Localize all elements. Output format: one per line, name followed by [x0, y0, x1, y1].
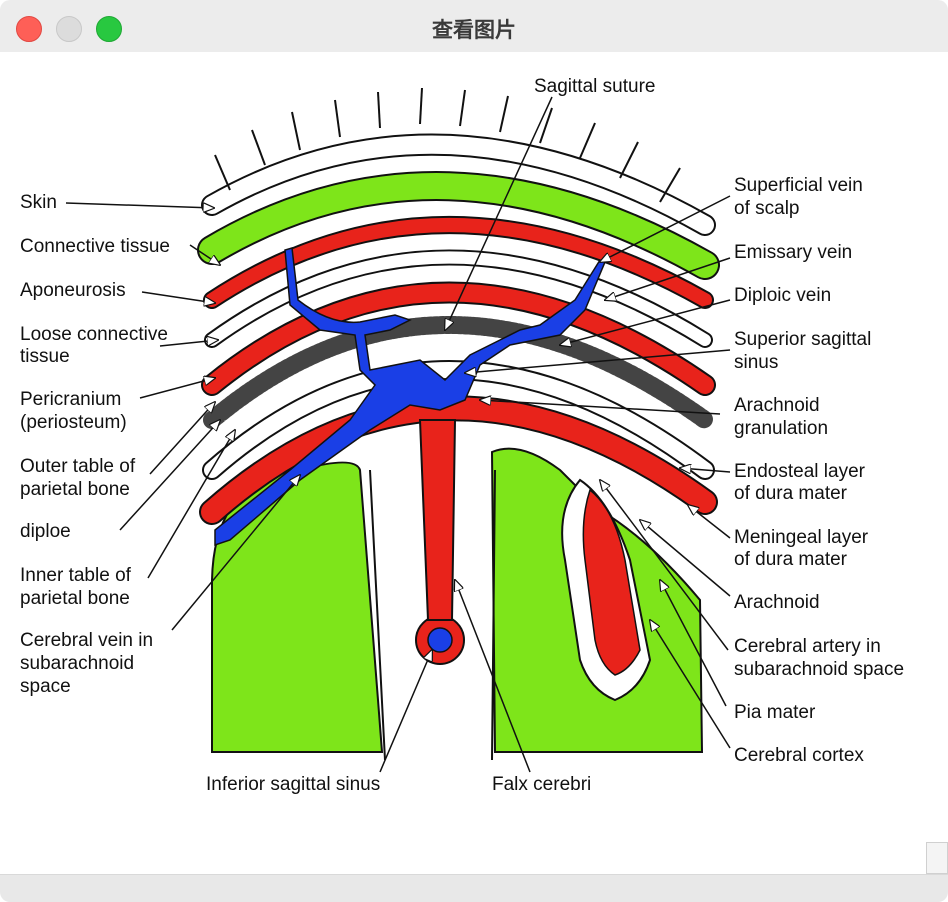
label-connective-tissue: Connective tissue: [20, 236, 170, 257]
label-emissary-vein: Emissary vein: [734, 242, 852, 263]
label-inner-table-2: parietal bone: [20, 588, 130, 609]
label-outer-table-2: parietal bone: [20, 479, 130, 500]
label-pericranium-1: Pericranium: [20, 389, 121, 410]
resize-handle-icon[interactable]: [926, 842, 948, 874]
label-loose-connective-1: Loose connective: [20, 324, 168, 345]
label-inferior-sinus: Inferior sagittal sinus: [206, 774, 380, 795]
titlebar: 查看图片: [0, 0, 948, 52]
label-cerebral-artery-1: Cerebral artery in: [734, 636, 881, 657]
label-cerebral-vein-2: subarachnoid: [20, 653, 134, 674]
label-pia-mater: Pia mater: [734, 702, 816, 723]
cerebral-artery-shape: [582, 488, 641, 676]
hair-strands: [214, 87, 681, 203]
label-endosteal-2: of dura mater: [734, 483, 848, 504]
label-superior-sinus-1: Superior sagittal: [734, 329, 871, 350]
label-endosteal-1: Endosteal layer: [734, 461, 866, 482]
falx-cerebri-shape: [418, 419, 457, 621]
label-skin: Skin: [20, 192, 57, 213]
label-cerebral-vein-3: space: [20, 676, 71, 697]
label-superficial-vein-2: of scalp: [734, 198, 799, 219]
label-cerebral-artery-2: subarachnoid space: [734, 659, 904, 680]
close-button[interactable]: [16, 16, 42, 42]
window-title: 查看图片: [432, 18, 516, 42]
label-loose-connective-2: tissue: [20, 346, 70, 367]
inferior-sinus-core: [427, 627, 453, 653]
label-cerebral-cortex: Cerebral cortex: [734, 745, 864, 766]
label-diploe: diploe: [20, 521, 71, 542]
layer-bands: [197, 133, 720, 525]
leader-arrows: [65, 96, 731, 773]
label-superior-sinus-2: sinus: [734, 352, 778, 373]
label-diploic-vein: Diploic vein: [734, 285, 831, 306]
label-arachnoid-gran-2: granulation: [734, 418, 828, 439]
label-aponeurosis: Aponeurosis: [20, 280, 126, 301]
label-inner-table-1: Inner table of: [20, 565, 132, 586]
label-meningeal-2: of dura mater: [734, 549, 848, 570]
maximize-button[interactable]: [96, 16, 122, 42]
label-falx-cerebri: Falx cerebri: [492, 774, 591, 795]
label-superficial-vein-1: Superficial vein: [734, 175, 863, 196]
label-sagittal-suture: Sagittal suture: [534, 76, 655, 97]
label-arachnoid: Arachnoid: [734, 592, 820, 613]
label-pericranium-2: (periosteum): [20, 412, 127, 433]
label-outer-table-1: Outer table of: [20, 456, 136, 477]
label-arachnoid-gran-1: Arachnoid: [734, 395, 820, 416]
bottom-bar: [0, 874, 948, 902]
minimize-button[interactable]: [56, 16, 82, 42]
label-meningeal-1: Meningeal layer: [734, 527, 869, 548]
label-cerebral-vein-1: Cerebral vein in: [20, 630, 153, 651]
